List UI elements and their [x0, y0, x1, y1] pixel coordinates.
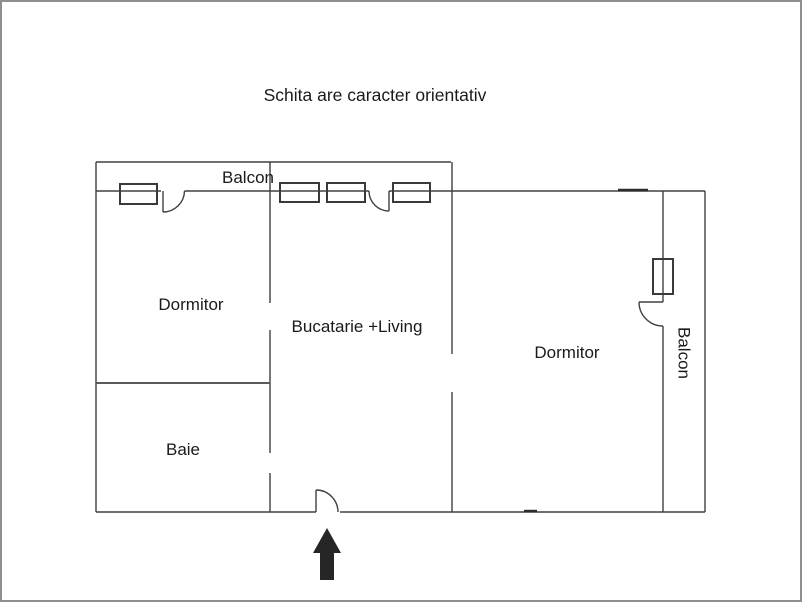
windows [119, 182, 674, 295]
room-label-bathroom: Baie [166, 440, 200, 459]
door-arc-balcony-left [162, 190, 186, 213]
door-arc-entrance [315, 489, 339, 513]
window-symbol-3 [326, 182, 366, 203]
room-label-balcony-right: Balcon [675, 327, 694, 379]
room-label-kitchen-living: Bucatarie +Living [292, 317, 423, 336]
disclaimer-title: Schita are caracter orientativ [264, 85, 487, 105]
walls [95, 161, 706, 513]
window-symbol-1 [119, 183, 158, 205]
labels: Schita are caracter orientativ Balcon Do… [158, 85, 693, 459]
door-arc-balcony-right [638, 301, 664, 327]
room-label-balcony-top: Balcon [222, 168, 274, 187]
window-symbol-2 [279, 182, 320, 203]
door-arc-balcony-mid [368, 190, 390, 212]
window-symbol-5 [652, 258, 674, 295]
window-symbol-4 [392, 182, 431, 203]
room-label-dormitor-right: Dormitor [534, 343, 600, 362]
entrance-arrow-icon [313, 528, 341, 580]
entrance-arrow-group [313, 528, 341, 580]
room-label-dormitor-left: Dormitor [158, 295, 224, 314]
doors [162, 190, 664, 513]
